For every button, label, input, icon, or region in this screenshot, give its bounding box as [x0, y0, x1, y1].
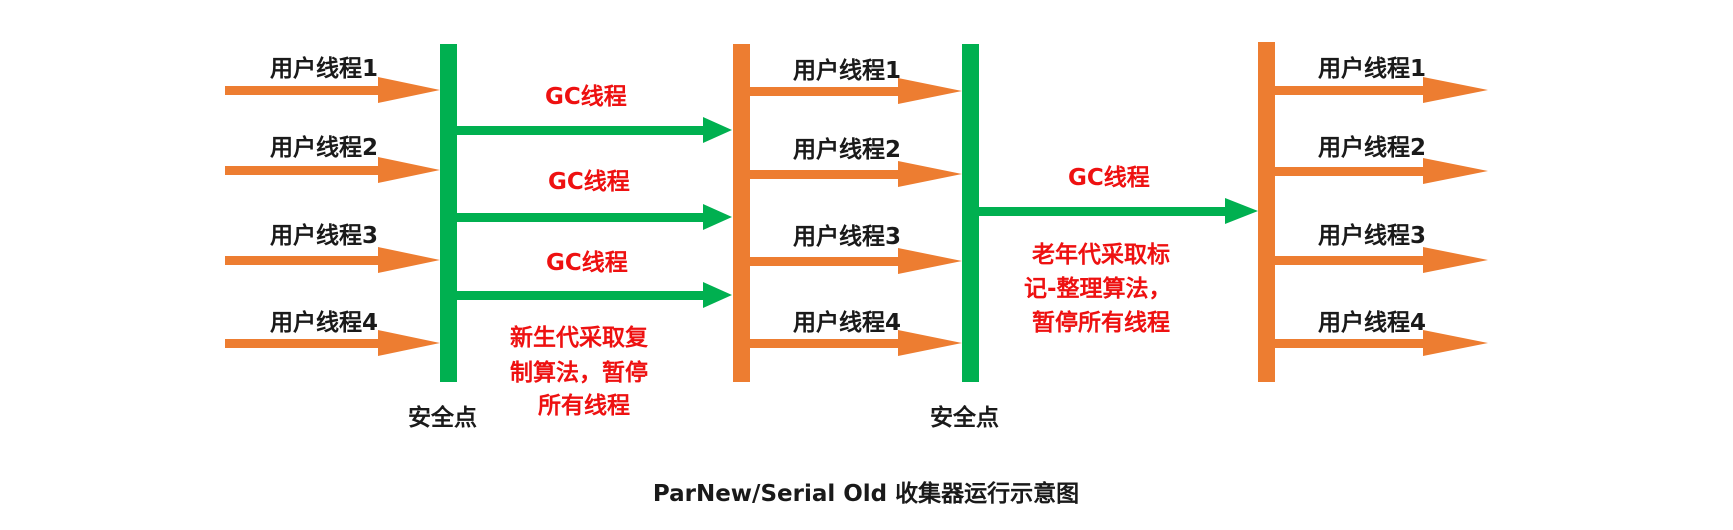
user-thread-arrow	[1275, 77, 1488, 103]
user-thread-arrow	[750, 248, 962, 274]
phase3-user-labels: 用户线程1 用户线程2 用户线程3 用户线程4	[1318, 55, 1426, 336]
user-thread-arrow	[750, 161, 962, 187]
note-line: 暂停所有线程	[1032, 309, 1170, 336]
phase2-user-arrows	[750, 78, 962, 356]
user-thread-label: 用户线程3	[270, 222, 378, 249]
user-thread-arrow	[750, 330, 962, 356]
phase1-note: 新生代采取复 制算法，暂停 所有线程	[510, 324, 649, 419]
phase1-user-arrows	[225, 77, 440, 356]
gc-thread-label: GC线程	[546, 249, 628, 276]
gc-thread-label: GC线程	[545, 83, 627, 110]
phase1-user-labels: 用户线程1 用户线程2 用户线程3 用户线程4	[270, 55, 378, 336]
safepoint-label: 安全点	[408, 404, 477, 431]
phase2-user-labels: 用户线程1 用户线程2 用户线程3 用户线程4	[793, 57, 901, 336]
note-line: 制算法，暂停	[510, 359, 648, 386]
gc-thread-arrow	[457, 117, 732, 143]
phase2-note: 老年代采取标 记-整理算法， 暂停所有线程	[1024, 241, 1172, 336]
user-thread-label: 用户线程1	[1318, 55, 1426, 82]
user-thread-label: 用户线程4	[1318, 309, 1426, 336]
user-thread-arrow	[750, 78, 962, 104]
user-thread-arrow	[225, 77, 440, 103]
user-thread-label: 用户线程4	[270, 309, 378, 336]
gc-thread-arrow	[457, 204, 732, 230]
user-thread-label: 用户线程4	[793, 309, 901, 336]
user-thread-arrow	[1275, 330, 1488, 356]
user-thread-label: 用户线程3	[1318, 222, 1426, 249]
user-thread-label: 用户线程1	[270, 55, 378, 82]
user-thread-label: 用户线程1	[793, 57, 901, 84]
phase3-user-arrows	[1275, 77, 1488, 356]
note-line: 所有线程	[538, 392, 630, 419]
user-thread-arrow	[225, 157, 440, 183]
note-line: 老年代采取标	[1031, 241, 1170, 268]
note-line: 记-整理算法，	[1024, 275, 1172, 302]
phase1-gc-labels: GC线程 GC线程 GC线程	[545, 83, 630, 276]
user-thread-arrow	[225, 330, 440, 356]
gc-thread-label: GC线程	[1068, 164, 1150, 191]
user-thread-bar	[733, 44, 750, 382]
safepoint-bar	[440, 44, 457, 382]
user-thread-bar	[1258, 42, 1275, 382]
note-line: 新生代采取复	[510, 324, 649, 351]
user-thread-label: 用户线程2	[1318, 134, 1426, 161]
gc-thread-label: GC线程	[548, 168, 630, 195]
user-thread-arrow	[225, 247, 440, 273]
user-thread-arrow	[1275, 158, 1488, 184]
gc-thread-arrow	[979, 198, 1258, 224]
phase1-gc-arrows	[457, 117, 732, 308]
user-thread-arrow	[1275, 247, 1488, 273]
diagram-caption: ParNew/Serial Old 收集器运行示意图	[653, 480, 1079, 507]
user-thread-label: 用户线程2	[270, 134, 378, 161]
safepoint-bar	[962, 44, 979, 382]
user-thread-label: 用户线程3	[793, 223, 901, 250]
gc-thread-arrow	[457, 282, 732, 308]
safepoint-label: 安全点	[930, 404, 999, 431]
user-thread-label: 用户线程2	[793, 136, 901, 163]
